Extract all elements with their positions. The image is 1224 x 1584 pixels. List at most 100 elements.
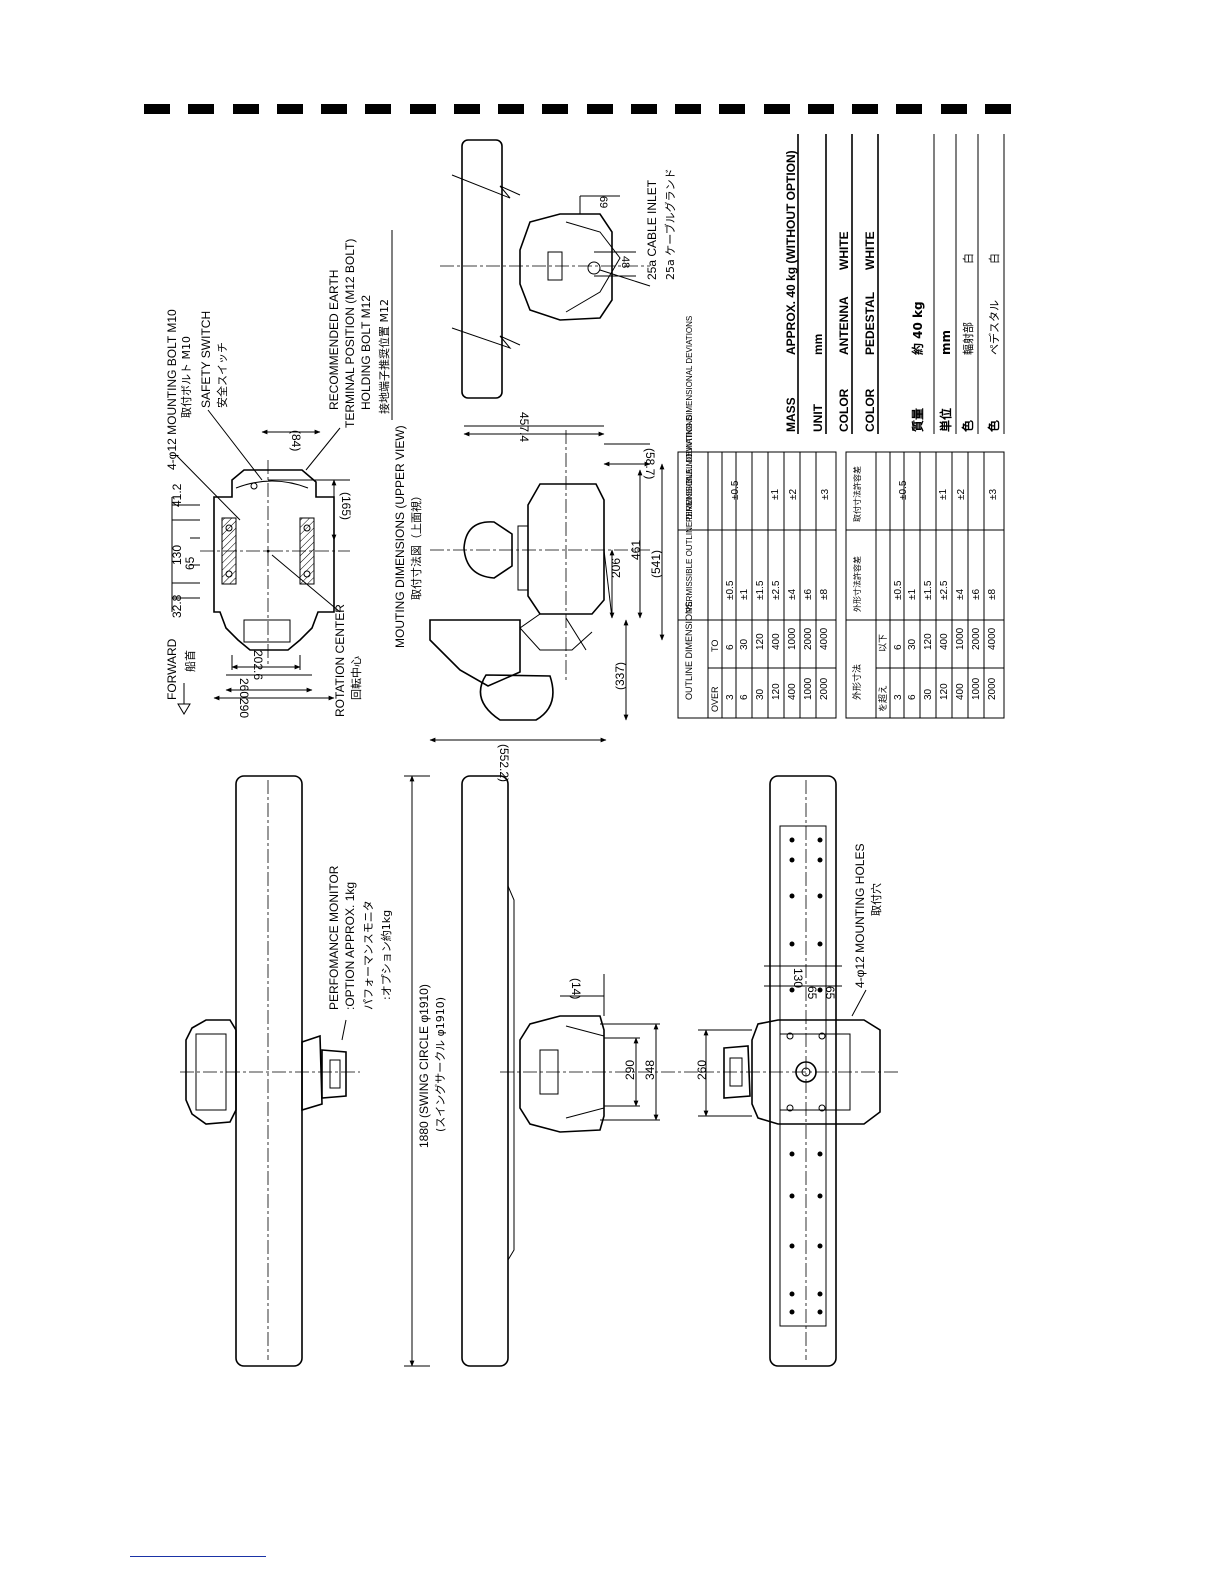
dim-260b: 260 [695, 1060, 709, 1080]
bottom-view-mounting-holes: 260 130 65 65 4-φ12 MOUNTING HOLES 取付穴 [695, 775, 900, 1367]
mounting-hole [817, 941, 823, 947]
tol-jp-row-outline-dev: ±1 [907, 589, 918, 600]
spec-color1-label: COLOR [837, 388, 851, 432]
dim-65b: 65 [805, 986, 819, 1000]
tol-en-row-outline-dev: ±1 [739, 589, 750, 600]
swing-circle-label: 1880 (SWING CIRCLE φ1910) [417, 984, 431, 1148]
header-dash [587, 104, 613, 114]
safety-switch-label-jp: 安全スイッチ [215, 342, 229, 408]
dim-260: 260 [237, 678, 251, 698]
spec-color1-value: WHITE [837, 231, 851, 270]
tolerance-table-jp: 外形寸法を超え以下外形寸法許容差取付寸法許容差36±0.5630±130120±… [845, 451, 1005, 719]
tol-en-row-over: 120 [771, 683, 782, 700]
tol-en-col-outline: OUTLINE DIMENSIONS [684, 601, 694, 700]
mounting-hole [817, 1151, 823, 1157]
mounting-hole [789, 1193, 795, 1199]
tol-jp-row-over: 6 [907, 694, 918, 700]
dim-457-4: 457.4 [517, 412, 531, 442]
header-dash [896, 104, 922, 114]
header-dash [852, 104, 878, 114]
mounting-hole [817, 857, 823, 863]
tol-jp-row-over: 3 [893, 694, 904, 700]
dim-165: (165) [339, 492, 353, 520]
mounting-hole [789, 941, 795, 947]
spec-jp-color2-label: 色 [986, 420, 1001, 432]
forward-arrow-icon [177, 683, 191, 715]
tol-en-mount-dev: ±1 [770, 489, 781, 500]
header-dash [764, 104, 790, 114]
mounting-hole [817, 893, 823, 899]
spec-block: MASS APPROX. 40 kg (WITHOUT OPTION) UNIT… [784, 134, 1005, 434]
tol-jp-row-outline-dev: ±2.5 [939, 580, 950, 600]
spec-jp-color1-label: 色 [960, 420, 975, 432]
tol-jp-col-mount-dev: 取付寸法許容差 [852, 466, 862, 522]
spec-color2-part: PEDESTAL [863, 292, 877, 355]
mounting-hole [789, 1291, 795, 1297]
tol-en-row-over: 1000 [803, 677, 814, 700]
rotation-center-label-jp: 回転中心 [350, 656, 363, 700]
perf-monitor-label-2: :OPTION APPROX. 1kg [343, 882, 357, 1010]
dim-32-8: 32.8 [170, 594, 184, 618]
header-dash [321, 104, 347, 114]
header-dash [941, 104, 967, 114]
tol-en-mount-dev: ±3 [820, 489, 831, 500]
mounting-holes-label-jp: 取付穴 [869, 883, 883, 916]
header-dash [498, 104, 524, 114]
spec-unit-value: mm [811, 334, 825, 355]
tol-en-row-over: 30 [755, 688, 766, 700]
header-dash [542, 104, 568, 114]
header-dash-rule [144, 104, 1029, 114]
mounting-hole [789, 893, 795, 899]
header-dash [144, 104, 170, 114]
mounting-hole [817, 837, 823, 843]
dim-461: 461 [629, 540, 643, 560]
earth-terminal-label-2: TERMINAL POSITION (M12 BOLT) [343, 239, 357, 428]
tol-jp-col-to: 以下 [879, 634, 889, 652]
cable-inlet-label: 25a CABLE INLET [645, 179, 659, 280]
mounting-hole [817, 1291, 823, 1297]
tol-jp-row-to: 1000 [955, 627, 966, 650]
mounting-hole [789, 1309, 795, 1315]
spec-jp-mass-label: 質量 [910, 408, 925, 432]
tol-jp-row-outline-dev: ±6 [971, 589, 982, 600]
mounting-dims-title-jp: 取付寸法図（上面視） [409, 490, 423, 600]
tol-en-row-outline-dev: ±6 [803, 589, 814, 600]
spec-color2-label: COLOR [863, 388, 877, 432]
holding-bolt-label: HOLDING BOLT M12 [359, 295, 373, 410]
dim-41-2: 41.2 [170, 483, 184, 507]
tol-en-row-outline-dev: ±4 [787, 589, 798, 600]
rotation-center-label: ROTATION CENTER [333, 604, 347, 717]
mounting-hole [789, 987, 795, 993]
spec-jp-unit-label: 単位 [938, 408, 953, 432]
tol-en-row-outline-dev: ±1.5 [755, 580, 766, 600]
dim-130b: 130 [791, 968, 805, 988]
mounting-bolt-label: 4-φ12 MOUNTING BOLT M10 [165, 309, 179, 470]
tol-en-row-over: 6 [739, 694, 750, 700]
tol-jp-col-over: を超え [877, 685, 889, 712]
tol-jp-row-outline-dev: ±8 [987, 589, 998, 600]
footer-underline [130, 1556, 266, 1557]
mounting-dims-title: MOUTING DIMENSIONS (UPPER VIEW) [393, 425, 407, 648]
tol-jp-col-outline-dev: 外形寸法許容差 [852, 556, 862, 612]
mounting-hole [817, 1243, 823, 1249]
tol-en-row-to: 2000 [803, 627, 814, 650]
tol-jp-row-to: 400 [939, 633, 950, 650]
dim-14: (14) [569, 978, 583, 999]
dim-348: 348 [643, 1060, 657, 1080]
perf-monitor-label-1: PERFOMANCE MONITOR [327, 865, 341, 1010]
spec-jp-color2-value: 白 [987, 253, 1001, 264]
header-dash [277, 104, 303, 114]
forward-label: FORWARD [165, 638, 179, 700]
header-dash [631, 104, 657, 114]
tol-jp-row-over: 400 [955, 683, 966, 700]
header-dash [188, 104, 214, 114]
header-dash [365, 104, 391, 114]
dim-290: 290 [237, 698, 251, 718]
dim-290b: 290 [623, 1060, 637, 1080]
tol-en-row-to: 30 [739, 638, 750, 650]
tol-en-col-to: TO [710, 640, 720, 652]
dim-84: (84) [289, 430, 303, 451]
holding-bolt-label-jp: 接地端子推奨位置 M12 [377, 299, 391, 414]
tol-jp-row-to: 2000 [971, 627, 982, 650]
